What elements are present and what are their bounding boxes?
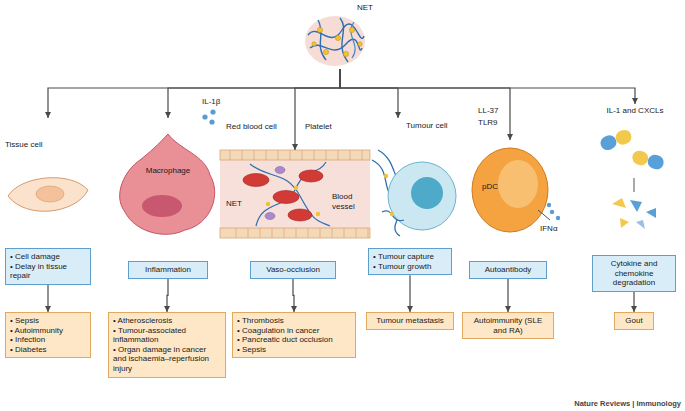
cell-node: Macrophage (118, 118, 218, 240)
arrow-connector (633, 292, 634, 312)
cytokine-node: IL-1 and CXCLs (590, 104, 680, 240)
cell-label: Platelet (305, 122, 332, 132)
disease-box: Gout (614, 312, 654, 330)
box-text: • Coagulation in cancer (237, 326, 351, 336)
cell-label: Red blood cell (226, 122, 277, 132)
journal-credit: Nature Reviews | Immunology (574, 399, 681, 408)
cell-name: NET (357, 3, 383, 13)
box-text: • Autoimmunity (10, 326, 86, 336)
box-text: • Sepsis (10, 316, 86, 326)
effect-box: • Tumour capture• Tumour growth (368, 248, 452, 275)
pdc-illustration (472, 148, 560, 232)
cell-node: Tissue cell (5, 118, 91, 240)
tumour-cell-illustration (372, 150, 456, 236)
cell-node: pDC (470, 140, 560, 235)
box-text: Vaso-occlusion (255, 265, 331, 275)
disease-box: • Thrombosis• Coagulation in cancer• Pan… (232, 312, 356, 358)
box-text: • Diabetes (10, 345, 86, 355)
box-text: • Tumour growth (373, 262, 447, 272)
cell-name: IL-1 and CXCLs (590, 106, 680, 116)
vessel-node: Blood vessel (220, 150, 370, 240)
arrow-connector (340, 69, 398, 118)
net-label: NET (226, 199, 242, 209)
cell-name: Blood vessel (332, 192, 368, 211)
box-text: • Tumour capture (373, 252, 447, 262)
arrow-connector (340, 69, 510, 140)
receptor-label: LL-37 (478, 106, 498, 116)
cell-name: Tissue cell (5, 140, 91, 150)
cytokine-label: IL-1β (202, 97, 220, 107)
tissue-cell-illustration (8, 178, 88, 212)
arrow-connector (47, 285, 48, 312)
cell-node: Tumour cell (360, 118, 460, 240)
box-text: • Pancreatic duct occlusion (237, 335, 351, 345)
blood-vessel-illustration (220, 150, 370, 238)
effect-box: Autoantibody (469, 261, 547, 279)
cytokine-illustration (599, 128, 666, 229)
cell-name: Tumour cell (406, 121, 460, 131)
box-text: Inflammation (133, 265, 203, 275)
disease-box: • Sepsis• Autoimmunity• Infection• Diabe… (5, 312, 91, 358)
arrow-connector (295, 69, 340, 150)
arrow-connector (340, 69, 635, 104)
effect-box: Cytokine and chemokine degradation (592, 255, 676, 292)
disease-box: Tumour metastasis (366, 312, 454, 330)
cell-name: pDC (482, 182, 512, 192)
cytokine-label: IFNα (540, 224, 558, 234)
effect-box: Inflammation (128, 261, 208, 279)
receptor-label: TLR9 (478, 118, 498, 128)
net-illustration (305, 16, 365, 66)
box-text: • Infection (10, 335, 86, 345)
net-node: NET (295, 3, 385, 69)
box-text: Gout (619, 316, 649, 326)
box-text: • Delay in tissue repair (10, 262, 86, 281)
box-text: • Atherosclerosis (113, 316, 221, 326)
arrow-connector (48, 69, 340, 118)
box-text: • Organ damage in cancer and ischaemia–r… (113, 345, 221, 374)
box-text: Tumour metastasis (371, 316, 449, 326)
arrow-connector (293, 279, 294, 312)
box-text: Cytokine and chemokine degradation (597, 259, 671, 288)
box-text: • Thrombosis (237, 316, 351, 326)
box-text: • Sepsis (237, 345, 351, 355)
disease-box: • Atherosclerosis• Tumour-associated inf… (108, 312, 226, 378)
box-text: Autoimmunity (SLE and RA) (467, 316, 549, 335)
effect-box: Vaso-occlusion (250, 261, 336, 279)
arrow-connector (409, 275, 410, 312)
arrow-connector (167, 279, 168, 312)
box-text: • Tumour-associated inflammation (113, 326, 221, 345)
cell-name: Macrophage (118, 166, 218, 176)
box-text: • Cell damage (10, 252, 86, 262)
box-text: Autoantibody (474, 265, 542, 275)
effect-box: • Cell damage• Delay in tissue repair (5, 248, 91, 285)
disease-box: Autoimmunity (SLE and RA) (462, 312, 554, 339)
arrow-connector (507, 279, 508, 312)
arrow-connector (168, 69, 340, 118)
